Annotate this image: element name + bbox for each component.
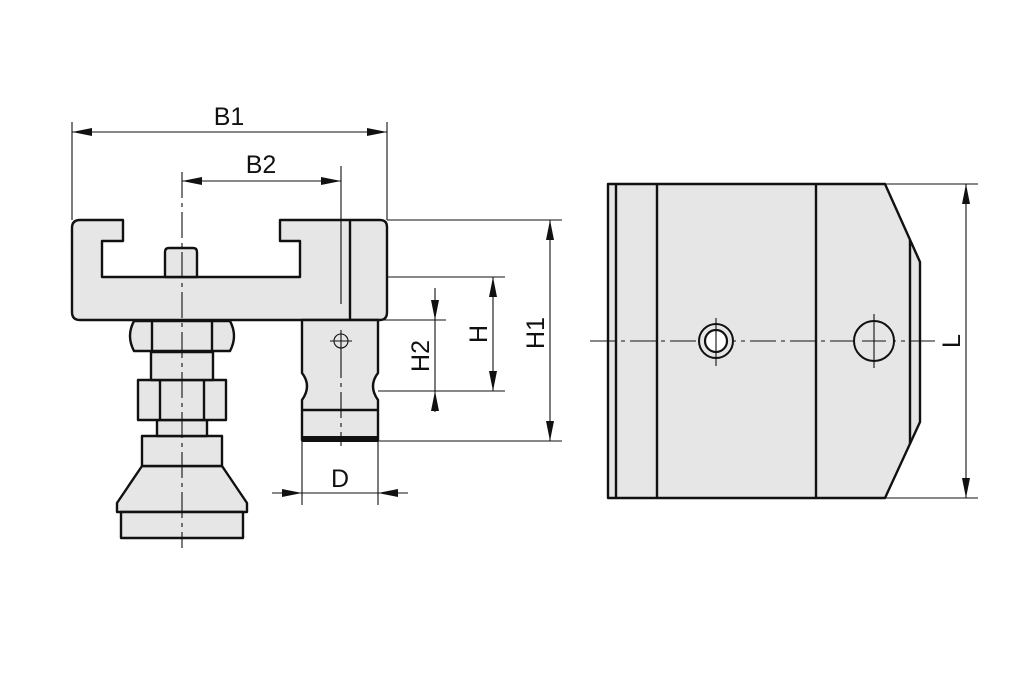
h1-label: H1 bbox=[522, 317, 550, 349]
l-label: L bbox=[938, 334, 966, 348]
foot-neck bbox=[140, 434, 224, 468]
d-label: D bbox=[331, 465, 349, 493]
clamp-body bbox=[70, 218, 389, 322]
pin-circle bbox=[853, 314, 895, 368]
locating-pin bbox=[163, 246, 199, 279]
bolt-shank bbox=[300, 318, 380, 442]
b1-label: B1 bbox=[214, 103, 245, 131]
h2-label: H2 bbox=[407, 340, 435, 372]
h-label: H bbox=[465, 325, 493, 343]
bolt-hole bbox=[698, 318, 734, 366]
b2-label: B2 bbox=[246, 151, 277, 179]
top-view: L bbox=[590, 182, 978, 500]
bolt-tip bbox=[302, 436, 378, 442]
locking-bolt bbox=[300, 318, 380, 442]
side-view bbox=[70, 166, 389, 548]
dimensions-left: B1 B2 H2 H H1 D bbox=[71, 103, 562, 505]
